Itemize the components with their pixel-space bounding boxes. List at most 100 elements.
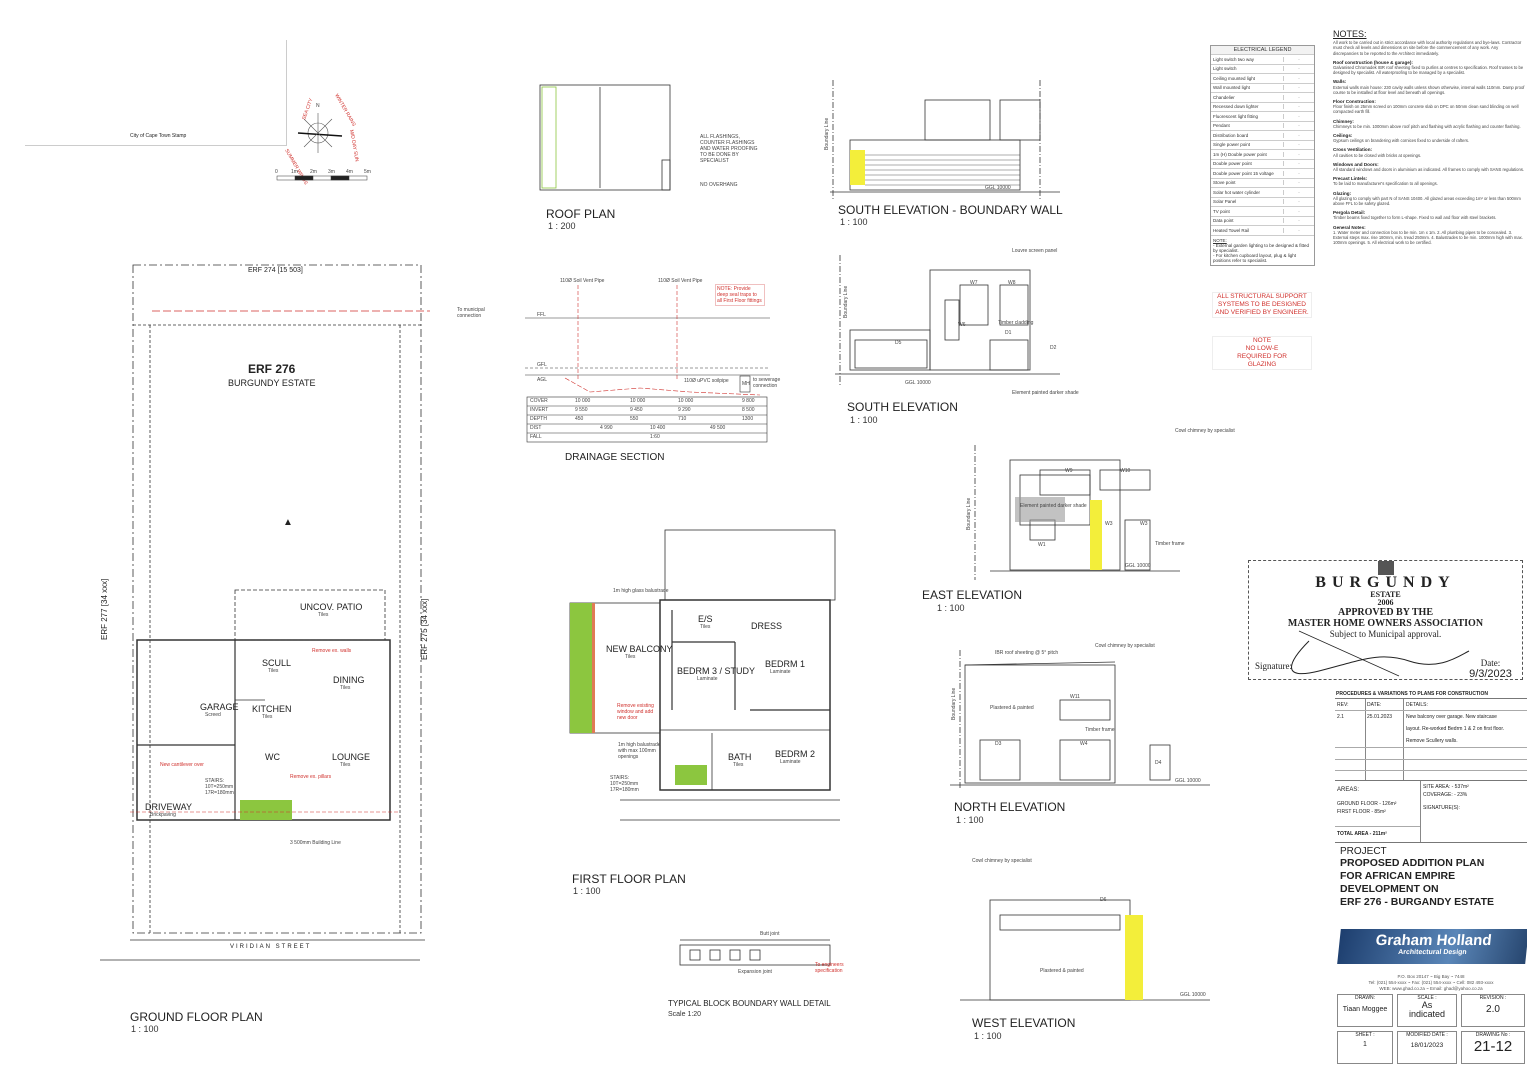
drainage-row-label: FALL xyxy=(530,434,542,440)
elevation-label: D6 xyxy=(1100,897,1107,903)
detail-note: To engineers specification xyxy=(815,962,844,974)
legend-symbol-icon: · xyxy=(1298,227,1300,233)
level-label: GGL 10000 xyxy=(1125,563,1151,569)
legend-symbol-icon: · xyxy=(1298,66,1300,72)
svg-text:SUMMER WINDS: SUMMER WINDS xyxy=(283,148,309,186)
compass-north: N xyxy=(316,103,320,109)
drainage-cell: 450 xyxy=(575,416,584,422)
legend-item-label: Pendant xyxy=(1211,123,1284,129)
west-elevation-title: WEST ELEVATION xyxy=(972,1016,1076,1030)
legend-symbol-icon: · xyxy=(1298,151,1300,157)
room-label: BATH xyxy=(728,752,752,762)
hoa-approval-stamp: BURGUNDY ESTATE 2006 APPROVED BY THE MAS… xyxy=(1248,560,1523,680)
legend-symbol-icon: · xyxy=(1298,218,1300,224)
hoa-line2: MASTER HOME OWNERS ASSOCIATION xyxy=(1287,618,1484,629)
drainage-cell: 1:60 xyxy=(650,434,660,440)
date-header: DATE: xyxy=(1367,702,1382,708)
contact-line: Tel: (021) 554-xxxx ~ Fax: (021) 554-xxx… xyxy=(1368,980,1494,985)
scale-label: 1m xyxy=(291,169,298,175)
room-label: E/S xyxy=(698,614,713,624)
project-title-line: ERF 276 - BURGANDY ESTATE xyxy=(1340,896,1495,908)
general-notes: NOTES: All work to be carried out in str… xyxy=(1333,29,1525,246)
notes-section-body: All cavities to be closed with bricks at… xyxy=(1333,152,1422,158)
structural-note: ALL STRUCTURAL SUPPORT SYSTEMS TO BE DES… xyxy=(1212,292,1312,318)
room-finish: Laminate xyxy=(697,676,718,682)
notes-section-title: Roof construction (house & garage): xyxy=(1333,59,1413,65)
room-label: DRESS xyxy=(751,621,783,631)
project-title-line: FOR AFRICAN EMPIRE xyxy=(1340,870,1456,882)
east-elevation-scale: 1 : 100 xyxy=(937,603,965,613)
date-label: Date: 9/3/2023 xyxy=(1459,658,1522,680)
drawing-info-grid: DRAWN:Tiaan Moggee SCALE :As indicated R… xyxy=(1335,994,1527,1064)
scale-label: 3m xyxy=(328,169,335,175)
firm-logo: Graham Holland Architectural Design xyxy=(1337,929,1527,964)
room-finish: Tiles xyxy=(625,654,636,660)
drainage-cell: 9 550 xyxy=(575,407,588,413)
notes-section-body: Galvanised Chromadek IBR roof sheeting f… xyxy=(1333,65,1524,76)
section-marker-icon: ▲ xyxy=(283,517,293,528)
scale-label: SCALE : xyxy=(1417,995,1437,1001)
level-gfl: GFL xyxy=(537,362,547,368)
detail-note: Expansion joint xyxy=(738,969,772,975)
room-finish: Tiles xyxy=(700,624,711,630)
room-finish: Brickpaving xyxy=(150,812,176,818)
elevation-label: Timber cladding xyxy=(998,320,1034,326)
notes-section: Chimney:Chimneys to be min. 1000mm above… xyxy=(1333,119,1525,129)
hoa-sub: ESTATE xyxy=(1370,590,1401,599)
project-label: PROJECT xyxy=(1340,846,1387,857)
level-label: GGL 10000 xyxy=(1180,992,1206,998)
sheet-label: SHEET : xyxy=(1355,1032,1375,1038)
legend-item: Pendant· xyxy=(1211,120,1314,131)
boundary-detail-scale: Scale 1:20 xyxy=(668,1011,702,1018)
legend-symbol-icon: · xyxy=(1298,142,1300,148)
erf-top-label: ERF 274 [15 503] xyxy=(248,267,303,274)
elevation-label: D5 xyxy=(895,340,902,346)
legend-item-label: Light switch xyxy=(1211,66,1284,72)
drainage-cell: 8 500 xyxy=(742,407,755,413)
elevation-label: Element painted darker shade xyxy=(1020,503,1087,509)
scale-label: 0 xyxy=(275,169,278,175)
coverage: COVERAGE: - 23% xyxy=(1423,792,1468,798)
plan-note: 1m high glass balustrade xyxy=(613,588,669,594)
project-title-line: DEVELOPMENT ON xyxy=(1340,883,1439,895)
notes-section: Precast Lintels:To be laid to manufactur… xyxy=(1333,176,1525,186)
elevation-label: W4 xyxy=(1080,741,1088,747)
legend-item-label: Single power point xyxy=(1211,142,1284,148)
plan-note: 1m high balustrade with max 100mm openin… xyxy=(618,742,661,760)
legend-item-label: Stove point xyxy=(1211,180,1284,186)
procedures-title: PROCEDURES & VARIATIONS TO PLANS FOR CON… xyxy=(1335,690,1527,699)
legend-item: Double power point· xyxy=(1211,158,1314,169)
legend-item: Data point· xyxy=(1211,215,1314,226)
drainage-cell: 9 800 xyxy=(742,398,755,404)
boundary-line-label: Boundary Line xyxy=(843,285,849,318)
notes-section-title: Pergola Detail: xyxy=(1333,210,1366,216)
notes-section: Roof construction (house & garage):Galva… xyxy=(1333,60,1525,76)
boundary-line-label: Boundary Line xyxy=(951,687,957,720)
west-elevation-scale: 1 : 100 xyxy=(974,1031,1002,1041)
elevation-label: D1 xyxy=(1005,330,1012,336)
project-title-line: PROPOSED ADDITION PLAN xyxy=(1340,857,1485,869)
svg-text:SEA CITY: SEA CITY xyxy=(301,97,315,121)
legend-item-label: Solar Panel xyxy=(1211,199,1284,205)
modified-value: 18/01/2023 xyxy=(1410,1042,1444,1049)
legend-item: 1m (H) Double power point· xyxy=(1211,149,1314,159)
elevation-label: Plastered & painted xyxy=(1040,968,1084,974)
legend-symbol-icon: · xyxy=(1298,189,1300,195)
legend-item: Single power point · xyxy=(1211,139,1314,150)
firm-name: Graham Holland xyxy=(1374,932,1493,949)
legend-item-label: Heated Towel Rail xyxy=(1211,227,1284,233)
notes-section: Glazing:All glazing to comply with part … xyxy=(1333,191,1525,207)
legend-item: Light switch two way· xyxy=(1211,54,1314,64)
notes-section-body: Floor finish on 25mm screed on 100mm con… xyxy=(1333,104,1519,115)
revisions-table: REV: DATE: DETAILS: 2.1 25.01.2023 New b… xyxy=(1335,699,1527,781)
legend-item: Double power point 15 voltage· xyxy=(1211,168,1314,178)
hoa-year: 2006 xyxy=(1377,598,1394,607)
elevation-label: Cowl chimney by specialist xyxy=(1095,643,1155,649)
signature-label: Signature: xyxy=(1255,661,1292,671)
boundary-line-label: Boundary Line xyxy=(824,117,830,150)
notes-section: Floor Construction:Floor finish on 25mm … xyxy=(1333,99,1525,115)
legend-item: Chandelier· xyxy=(1211,92,1314,102)
rev-detail: New balcony over garage. New staircase xyxy=(1406,714,1497,720)
legend-symbol-icon: · xyxy=(1298,75,1300,81)
notes-section-title: Glazing: xyxy=(1333,190,1352,196)
